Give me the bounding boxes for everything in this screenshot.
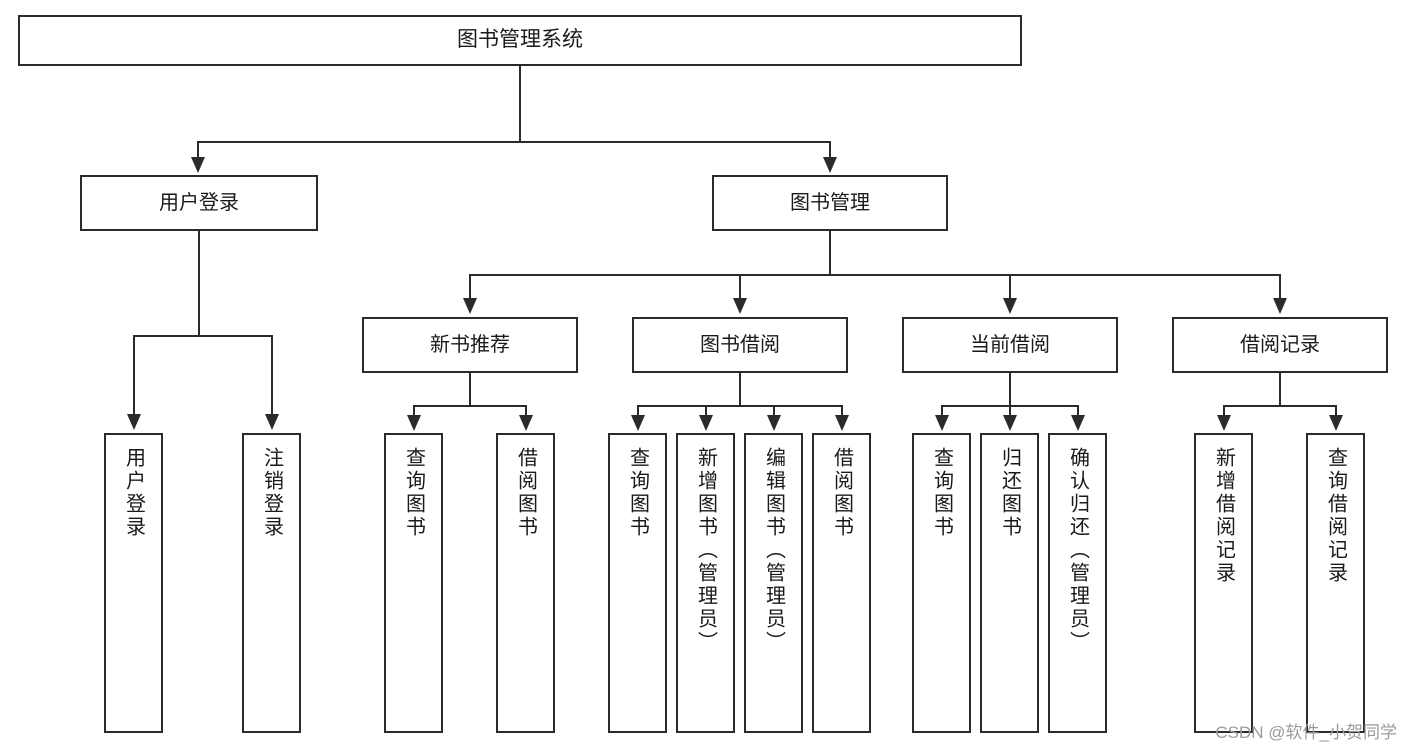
connector-bb-to-leaf-0 — [637, 405, 639, 419]
node-leaf-add-book-admin[interactable]: 新增图书（管理员） — [676, 433, 735, 733]
node-current-borrow[interactable]: 当前借阅 — [902, 317, 1118, 373]
connector-new-book-trunk — [469, 373, 471, 406]
connector-borrow-record-bus — [1223, 405, 1337, 407]
node-leaf-edit-book-admin[interactable]: 编辑图书（管理员） — [744, 433, 803, 733]
arrow-bm-to-new-book — [463, 298, 477, 314]
node-leaf-borrow-book-bb[interactable]: 借阅图书 — [812, 433, 871, 733]
arrow-bm-to-borrow-record — [1273, 298, 1287, 314]
connector-bb-to-leaf-1 — [705, 405, 707, 419]
node-label: 新增借阅记录 — [1212, 447, 1235, 585]
connector-new-book-to-leaf-1 — [525, 405, 527, 419]
node-label: 查询图书 — [402, 447, 425, 539]
arrow-bm-to-book-borrow — [733, 298, 747, 314]
arrow-br-to-leaf-0 — [1217, 415, 1231, 431]
arrow-bb-to-leaf-3 — [835, 415, 849, 431]
node-book-management[interactable]: 图书管理 — [712, 175, 948, 231]
connector-book-management-bus — [469, 274, 1279, 276]
node-label: 确认归还（管理员） — [1066, 447, 1089, 654]
node-leaf-borrow-book-nbr[interactable]: 借阅图书 — [496, 433, 555, 733]
node-leaf-user-login[interactable]: 用户登录 — [104, 433, 163, 733]
connector-bm-to-new-book — [469, 274, 471, 302]
node-leaf-query-borrow-record[interactable]: 查询借阅记录 — [1306, 433, 1365, 733]
node-label: 图书借阅 — [700, 333, 780, 356]
node-leaf-query-book-cb[interactable]: 查询图书 — [912, 433, 971, 733]
node-label: 查询图书 — [626, 447, 649, 539]
node-label: 新增图书（管理员） — [694, 447, 717, 654]
connector-root-to-book-management — [829, 141, 831, 169]
connector-borrow-record-trunk — [1279, 373, 1281, 406]
node-label: 图书管理系统 — [457, 28, 583, 52]
arrow-cb-to-leaf-1 — [1003, 415, 1017, 431]
node-leaf-logout[interactable]: 注销登录 — [242, 433, 301, 733]
connector-cb-to-leaf-0 — [941, 405, 943, 419]
node-label: 编辑图书（管理员） — [762, 447, 785, 654]
connector-user-login-to-leaf-1 — [271, 335, 273, 418]
connector-book-borrow-trunk — [739, 373, 741, 406]
connector-br-to-leaf-1 — [1335, 405, 1337, 419]
arrow-cb-to-leaf-0 — [935, 415, 949, 431]
connector-book-management-trunk — [829, 231, 831, 275]
node-leaf-query-book-bb[interactable]: 查询图书 — [608, 433, 667, 733]
connector-bm-to-current-borrow — [1009, 274, 1011, 302]
connector-current-borrow-trunk — [1009, 373, 1011, 406]
arrow-root-to-book-management — [823, 157, 837, 173]
node-root-book-management-system[interactable]: 图书管理系统 — [18, 15, 1022, 66]
node-label: 注销登录 — [260, 447, 283, 539]
node-label: 新书推荐 — [430, 333, 510, 356]
node-label: 借阅图书 — [514, 447, 537, 539]
arrow-root-to-user-login — [191, 157, 205, 173]
node-leaf-confirm-return-admin[interactable]: 确认归还（管理员） — [1048, 433, 1107, 733]
node-new-book-recommend[interactable]: 新书推荐 — [362, 317, 578, 373]
node-label: 用户登录 — [159, 191, 239, 214]
connector-new-book-bus — [413, 405, 527, 407]
node-leaf-return-book[interactable]: 归还图书 — [980, 433, 1039, 733]
connector-new-book-to-leaf-0 — [413, 405, 415, 419]
node-leaf-query-book-nbr[interactable]: 查询图书 — [384, 433, 443, 733]
connector-root-bus — [197, 141, 831, 143]
arrow-user-login-to-leaf-1 — [265, 414, 279, 430]
arrow-new-book-to-leaf-1 — [519, 415, 533, 431]
connector-bm-to-book-borrow — [739, 274, 741, 302]
arrow-user-login-to-leaf-0 — [127, 414, 141, 430]
connector-user-login-bus — [133, 335, 273, 337]
connector-cb-to-leaf-1 — [1009, 405, 1011, 419]
arrow-br-to-leaf-1 — [1329, 415, 1343, 431]
arrow-cb-to-leaf-2 — [1071, 415, 1085, 431]
connector-root-trunk — [519, 66, 521, 142]
connector-root-to-user-login — [197, 141, 199, 169]
connector-bb-to-leaf-3 — [841, 405, 843, 419]
arrow-bm-to-current-borrow — [1003, 298, 1017, 314]
node-label: 用户登录 — [122, 447, 145, 539]
connector-br-to-leaf-0 — [1223, 405, 1225, 419]
node-label: 借阅记录 — [1240, 333, 1320, 356]
arrow-bb-to-leaf-0 — [631, 415, 645, 431]
connector-cb-to-leaf-2 — [1077, 405, 1079, 419]
node-label: 当前借阅 — [970, 333, 1050, 356]
node-book-borrow[interactable]: 图书借阅 — [632, 317, 848, 373]
node-label: 查询借阅记录 — [1324, 447, 1347, 585]
node-borrow-record[interactable]: 借阅记录 — [1172, 317, 1388, 373]
arrow-new-book-to-leaf-0 — [407, 415, 421, 431]
node-user-login[interactable]: 用户登录 — [80, 175, 318, 231]
connector-user-login-trunk — [198, 231, 200, 336]
node-label: 查询图书 — [930, 447, 953, 539]
connector-user-login-to-leaf-0 — [133, 335, 135, 418]
arrow-bb-to-leaf-1 — [699, 415, 713, 431]
node-label: 归还图书 — [998, 447, 1021, 539]
node-leaf-add-borrow-record[interactable]: 新增借阅记录 — [1194, 433, 1253, 733]
node-label: 借阅图书 — [830, 447, 853, 539]
connector-bb-to-leaf-2 — [773, 405, 775, 419]
arrow-bb-to-leaf-2 — [767, 415, 781, 431]
connector-bm-to-borrow-record — [1279, 274, 1281, 302]
connector-book-borrow-bus — [637, 405, 843, 407]
node-label: 图书管理 — [790, 191, 870, 214]
